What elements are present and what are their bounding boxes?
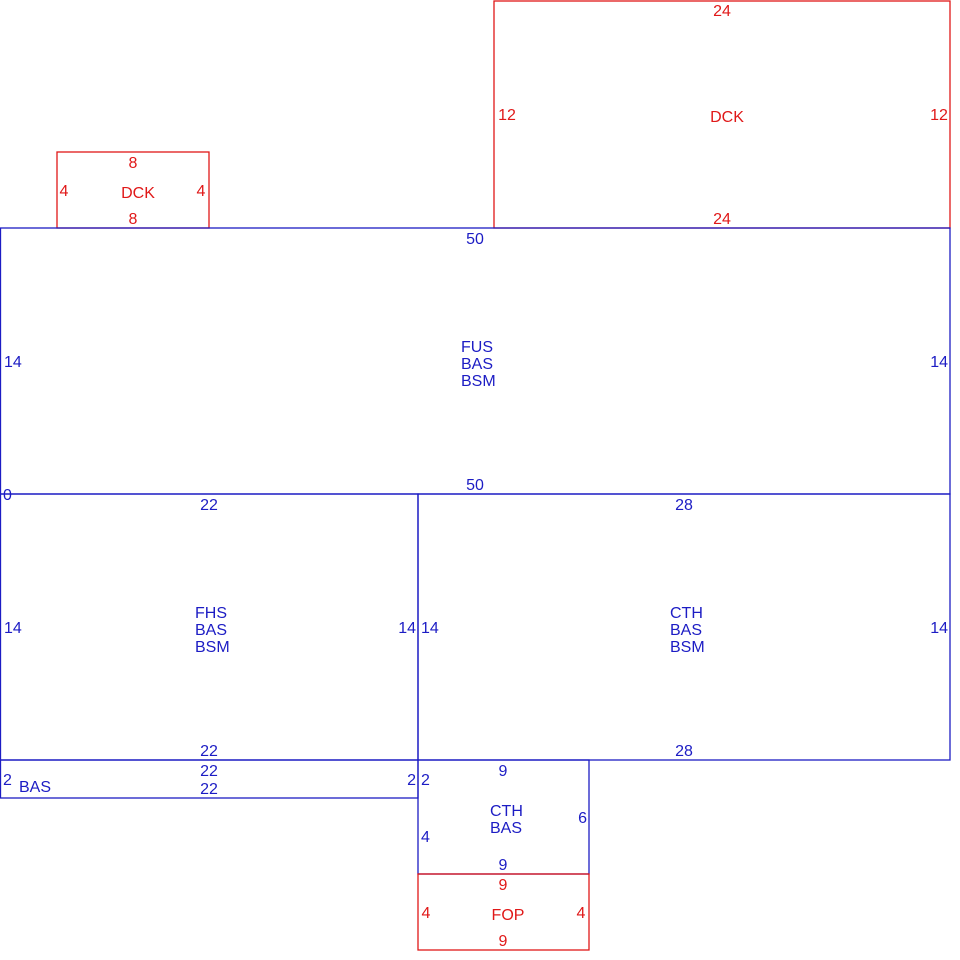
deck-right-top-dim: 24 [713,3,731,20]
deck-left-bottom-dim: 8 [129,211,138,228]
porch-outline [417,873,590,951]
main-upper-area: 50 50 14 14 FUS BAS BSM [0,227,951,495]
small-cth-left-lower-dim: 4 [421,829,430,846]
lower-left-label-3: BSM [195,639,230,656]
lower-left-label-1: FHS [195,605,227,622]
porch-top-dim: 9 [499,877,508,894]
porch-right-dim: 4 [577,905,586,922]
strip-right-dim: 2 [407,772,416,789]
lower-right-left-dim: 14 [421,620,439,637]
small-cth-top-dim: 9 [499,763,508,780]
small-cth-right-dim: 6 [578,810,587,827]
deck-right-left-dim: 12 [498,107,516,124]
main-upper-left-dim: 14 [4,354,22,371]
lower-right-outline [417,493,951,761]
deck-left-label: DCK [121,185,155,202]
porch-bottom-dim: 9 [499,933,508,950]
small-cth-area: 9 9 2 4 6 CTH BAS [417,759,590,875]
small-cth-left-upper-dim: 2 [421,772,430,789]
lower-right-right-dim: 14 [930,620,948,637]
deck-left-left-dim: 4 [60,183,69,200]
lower-right-bottom-dim: 28 [675,743,693,760]
lower-left-top-dim: 22 [200,497,218,514]
strip-left-dim: 2 [3,772,12,789]
lower-left-left-dim: 14 [4,620,22,637]
deck-left-area: 8 8 4 4 DCK [56,151,210,229]
lower-left-bottom-dim: 22 [200,743,218,760]
deck-right-right-dim: 12 [930,107,948,124]
strip-top-dim: 22 [200,763,218,780]
strip-area: 22 22 2 2 BAS [0,759,419,799]
porch-area: 9 9 4 4 FOP [417,873,590,951]
lower-right-area: 28 28 14 14 CTH BAS BSM [417,493,951,761]
main-upper-top-dim: 50 [466,231,484,248]
deck-left-right-dim: 4 [197,183,206,200]
lower-right-label-3: BSM [670,639,705,656]
porch-label: FOP [492,907,525,924]
lower-left-area: 22 22 14 14 FHS BAS BSM [0,493,419,761]
deck-right-bottom-dim: 24 [713,211,731,228]
main-upper-label-3: BSM [461,373,496,390]
porch-left-dim: 4 [422,905,431,922]
strip-label: BAS [19,779,51,796]
main-upper-label-1: FUS [461,339,493,356]
lower-left-label-2: BAS [195,622,227,639]
deck-right-area: 24 24 12 12 DCK [493,0,951,229]
origin-zero-mark: 0 [3,487,12,504]
strip-bottom-dim: 22 [200,781,218,798]
deck-right-label: DCK [710,109,744,126]
small-cth-bottom-dim: 9 [499,857,508,874]
lower-right-label-2: BAS [670,622,702,639]
deck-left-top-dim: 8 [129,155,138,172]
small-cth-label-1: CTH [490,803,523,820]
small-cth-label-2: BAS [490,820,522,837]
lower-left-right-dim: 14 [398,620,416,637]
main-upper-right-dim: 14 [930,354,948,371]
main-upper-label-2: BAS [461,356,493,373]
lower-right-top-dim: 28 [675,497,693,514]
lower-right-label-1: CTH [670,605,703,622]
main-upper-bottom-dim: 50 [466,477,484,494]
